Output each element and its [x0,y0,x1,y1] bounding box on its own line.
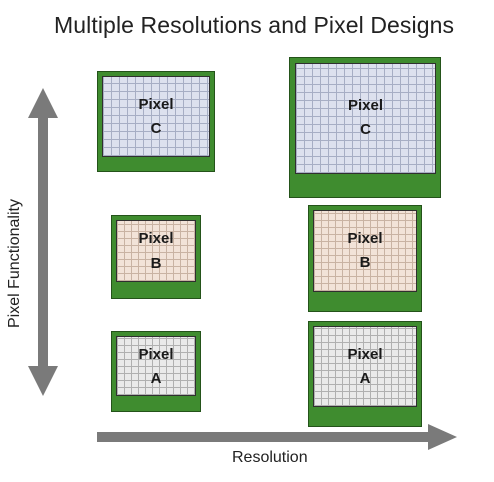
x-axis-arrow [97,424,457,450]
y-axis-label: Pixel Functionality [6,199,23,328]
pixel-a-high-res-letter: A [359,370,371,387]
diagram-title: Multiple Resolutions and Pixel Designs [54,12,455,38]
pixel-c-high-res: Pixel C [289,57,441,198]
pixel-b-high-res-word: Pixel [347,230,383,247]
pixel-b-high-res-grid: Pixel B [313,210,417,292]
pixel-c-low-res: Pixel C [97,71,215,172]
pixel-a-high-res-grid: Pixel A [313,326,417,407]
pixel-b-high-res: Pixel B [308,205,422,312]
x-axis-label: Resolution [232,449,308,466]
pixel-c-high-res-word: Pixel [347,97,384,114]
pixel-a-low-res-letter: A [150,370,162,387]
pixel-c-low-res-letter: C [150,120,162,137]
pixel-b-low-res-grid: Pixel B [116,220,196,282]
pixel-a-low-res-grid: Pixel A [116,336,196,396]
pixel-a-low-res-word: Pixel [138,346,174,363]
pixel-a-high-res: Pixel A [308,321,422,427]
pixel-b-low-res-word: Pixel [138,230,174,247]
pixel-b-high-res-letter: B [359,254,371,271]
pixel-c-high-res-grid: Pixel C [295,63,436,174]
pixel-c-high-res-letter: C [360,121,371,138]
pixel-a-low-res: Pixel A [111,331,201,412]
pixel-a-high-res-word: Pixel [347,346,383,363]
y-axis-arrow [28,88,58,396]
pixel-c-low-res-grid: Pixel C [102,76,210,157]
pixel-b-low-res-letter: B [150,255,162,272]
pixel-c-low-res-word: Pixel [138,96,174,113]
pixel-b-low-res: Pixel B [111,215,201,299]
